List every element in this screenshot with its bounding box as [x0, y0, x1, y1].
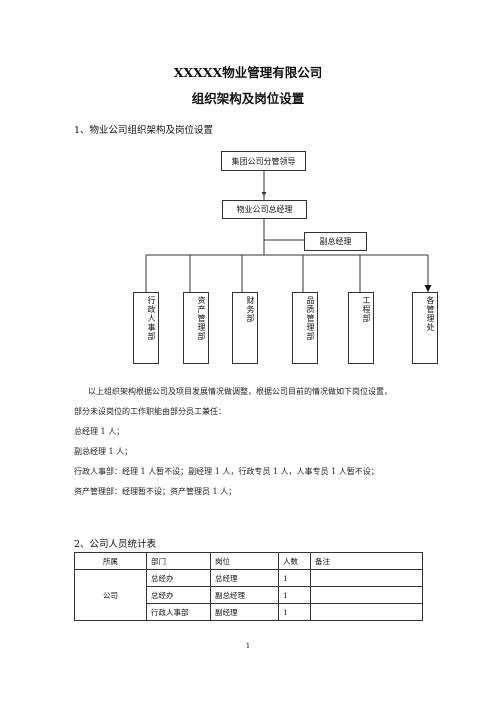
- org-dept-finance: 财务部: [232, 292, 258, 364]
- dept-label: 资产管理部: [197, 296, 206, 341]
- section-heading-2: 2、公司人员统计表: [74, 539, 157, 550]
- table-cell: [310, 569, 423, 587]
- staff-stats-table: 所属 部门 岗位 人数 备注 公司 总经办 总经理 1 总经办 副总经理 1 行…: [74, 552, 423, 621]
- table-cell: 1: [278, 586, 311, 604]
- table-cell: 总经办: [146, 586, 211, 604]
- org-dept-engineering: 工程部: [348, 292, 374, 364]
- table-cell: 1: [278, 603, 311, 621]
- document-title: XXXXX物业管理有限公司: [173, 65, 323, 80]
- section-heading-1: 1、物业公司组织架构及岗位设置: [74, 125, 214, 136]
- org-node-general-manager: 物业公司总经理: [222, 200, 307, 219]
- table-cell: [310, 603, 423, 621]
- paragraph-line: 总经理 1 人；: [74, 427, 125, 436]
- paragraph-line: 部分未设岗位的工作职能由部分员工兼任：: [74, 407, 226, 416]
- table-row: 总经办 副总经理 1: [75, 586, 423, 604]
- org-node-deputy-manager: 副总经理: [304, 232, 367, 251]
- table-group-cell: 公司: [74, 569, 147, 621]
- org-dept-admin-hr: 行政人事部: [133, 292, 159, 364]
- org-node-label: 集团公司分管领导: [231, 156, 296, 166]
- paragraph-line: 副总经理 1 人；: [74, 447, 133, 456]
- table-cell: 总经理: [210, 569, 279, 587]
- org-node-label: 物业公司总经理: [236, 205, 293, 214]
- table-row: 公司 总经办 总经理 1: [74, 569, 423, 621]
- table-row: 行政人事部 副经理 1: [75, 603, 423, 621]
- page-number: 1: [245, 642, 251, 650]
- table-header-cell: 备注: [310, 552, 423, 570]
- table-header-cell: 岗位: [210, 552, 279, 570]
- dept-label: 行政人事部: [147, 296, 156, 341]
- table-header-cell: 所属: [74, 552, 147, 570]
- table-cell: 副总经理: [210, 586, 279, 604]
- org-node-label: 副总经理: [319, 237, 352, 246]
- table-header-row: 所属 部门 岗位 人数 备注: [74, 552, 423, 570]
- table-cell: [310, 586, 423, 604]
- table-cell: 副经理: [210, 603, 279, 621]
- org-dept-management-offices: 各管理处: [412, 292, 438, 364]
- table-cell: 1: [278, 569, 311, 587]
- paragraph-line: 行政人事部：经理 1 人暂不设；副经理 1 人，行政专员 1 人，人事专员 1 …: [74, 467, 379, 476]
- dept-label: 工程部: [362, 296, 371, 323]
- table-cell: 行政人事部: [146, 603, 211, 621]
- org-dept-quality-mgmt: 品质管理部: [292, 292, 318, 364]
- dept-label: 品质管理部: [306, 296, 315, 341]
- dept-label: 各管理处: [426, 296, 435, 332]
- document-subtitle: 组织架构及岗位设置: [191, 91, 305, 106]
- org-node-group-leader: 集团公司分管领导: [221, 151, 306, 171]
- table-cell: 总经办: [146, 569, 211, 587]
- paragraph-line: 资产管理部：经理暂不设；资产管理员 1 人；: [74, 487, 237, 496]
- table-header-cell: 部门: [146, 552, 211, 570]
- paragraph-line: 以上组织架构根据公司及项目发展情况做调整，根据公司目前的情况做如下岗位设置，: [88, 387, 392, 396]
- dept-label: 财务部: [246, 296, 255, 323]
- org-dept-asset-mgmt: 资产管理部: [183, 292, 209, 364]
- table-header-cell: 人数: [278, 552, 311, 570]
